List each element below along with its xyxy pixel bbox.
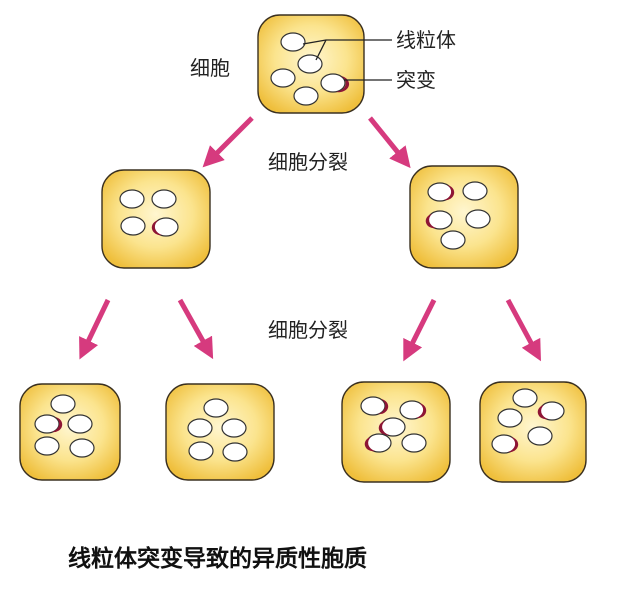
mitochondrion [188, 441, 214, 461]
daughter-cell-gen2-1 [19, 383, 121, 481]
cell-body [165, 383, 275, 481]
mitochondrion [270, 68, 296, 88]
mitochondrion [401, 433, 427, 453]
division-arrow [368, 116, 411, 169]
division-arrow [79, 298, 111, 360]
mutant-mitochondrion [151, 217, 179, 237]
mutation-label: 突变 [396, 68, 436, 92]
mitochondrion [297, 54, 323, 74]
daughter-cell-gen2-2 [165, 383, 275, 481]
mitochondrion-label: 线粒体 [396, 28, 456, 52]
mutant-mitochondrion [399, 400, 427, 420]
daughter-cell-gen1-right [409, 165, 519, 269]
mitochondrion [462, 181, 488, 201]
division-arrow [177, 298, 214, 360]
mutant-mitochondrion [537, 401, 565, 421]
mitochondrion [187, 418, 213, 438]
cell-body [101, 169, 211, 269]
parent-cell [257, 14, 392, 114]
daughter-cell-gen1-left [101, 169, 211, 269]
mitochondrion [512, 388, 538, 408]
mitochondrion [69, 438, 95, 458]
mitochondrion [221, 418, 247, 438]
division-arrow [403, 298, 437, 362]
mutant-mitochondrion [425, 210, 453, 230]
mitochondrion [440, 230, 466, 250]
cell-label: 细胞 [190, 56, 230, 80]
mutant-mitochondrion [360, 396, 389, 416]
mutant-mitochondrion [364, 433, 392, 453]
mitochondrion [151, 189, 177, 209]
mitochondrion [34, 436, 60, 456]
mutant-mitochondrion [34, 414, 63, 434]
mitochondrion [50, 394, 76, 414]
mitochondrion-pointer [315, 39, 327, 61]
mitochondrion [465, 209, 491, 229]
mutant-mitochondrion [378, 417, 406, 437]
figure-caption: 线粒体突变导致的异质性胞质 [68, 546, 367, 572]
mitochondrion [497, 408, 523, 428]
division-arrow [202, 116, 254, 168]
cell-body [19, 383, 121, 481]
mitochondrion [222, 442, 248, 462]
mitochondrion [527, 426, 553, 446]
division-arrow [505, 298, 541, 362]
mitochondrion [67, 414, 93, 434]
mitochondrion [119, 189, 145, 209]
daughter-cell-gen2-4 [479, 381, 587, 483]
cell-body [409, 165, 519, 269]
division-label-1: 细胞分裂 [268, 150, 348, 174]
mitochondrion [280, 32, 306, 52]
mutant-mitochondrion [427, 182, 455, 202]
division-label-2: 细胞分裂 [268, 318, 348, 342]
mitochondrion [120, 216, 146, 236]
daughter-cell-gen2-3 [341, 381, 451, 483]
mutant-mitochondrion [491, 434, 519, 454]
mitochondrion [293, 86, 319, 106]
mitochondrion [203, 398, 229, 418]
